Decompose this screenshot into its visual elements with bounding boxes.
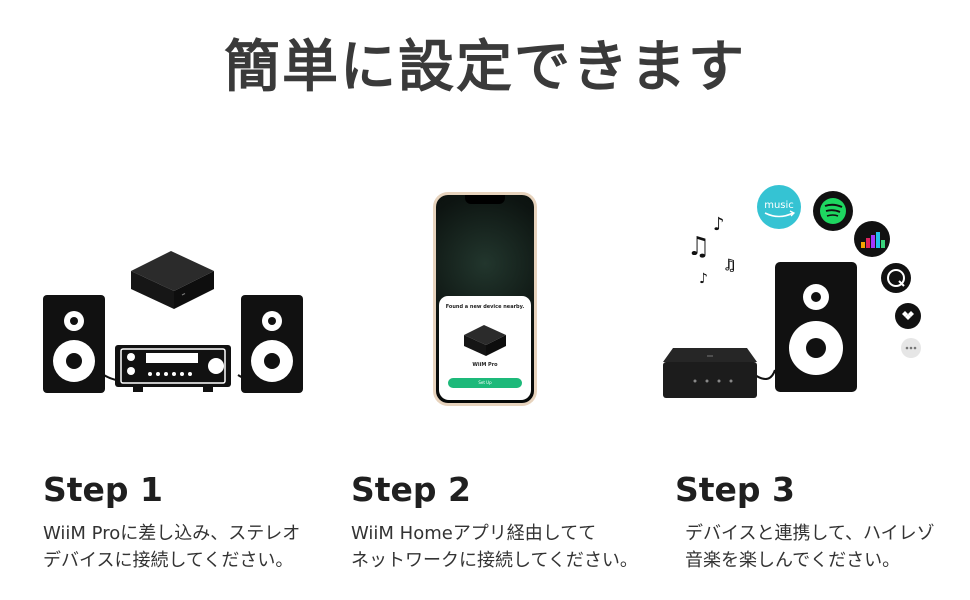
svg-text:♪: ♪ — [699, 271, 708, 287]
amazon-music-icon: music — [757, 185, 801, 229]
step2-desc-line1: WiiM Homeアプリ経由してて — [351, 523, 597, 544]
left-speaker-icon — [43, 295, 105, 393]
svg-text:♫: ♫ — [723, 256, 736, 274]
step2-desc-line2: ネットワークに接続してください。 — [351, 550, 638, 571]
set-up-button[interactable]: Set Up — [448, 378, 522, 388]
step2-title: Step 2 — [351, 470, 471, 509]
qobuz-icon — [881, 263, 911, 293]
step1-desc-line2: デバイスに接続してください。 — [43, 550, 294, 571]
step1-title: Step 1 — [43, 470, 163, 509]
music-notes-icon: ♫ ♪ ♪ ♫ — [687, 214, 737, 287]
setup-sheet: Found a new device nearby. WiiM Pro Set … — [439, 296, 531, 400]
step1-desc-line1: WiiM Proに差し込み、ステレオ — [43, 523, 301, 544]
wiim-pro-device-icon — [663, 348, 757, 398]
step1-illustration — [43, 251, 303, 393]
amazon-music-label: music — [764, 200, 794, 211]
phone-mockup: Found a new device nearby. WiiM Pro Set … — [433, 192, 537, 406]
wiim-pro-device-icon — [464, 325, 506, 356]
amplifier-icon — [115, 345, 231, 392]
phone-screen: Found a new device nearby. WiiM Pro Set … — [436, 195, 534, 403]
step3-desc-line1: デバイスと連携して、ハイレゾ — [685, 523, 935, 544]
step3-illustration: ♫ ♪ ♪ ♫ music — [663, 185, 921, 398]
right-speaker-icon — [241, 295, 303, 393]
svg-text:♫: ♫ — [687, 232, 710, 262]
step3-title: Step 3 — [675, 470, 795, 509]
speaker-icon — [775, 262, 857, 392]
deezer-icon — [854, 221, 890, 257]
setup-prompt: Found a new device nearby. — [445, 304, 525, 310]
more-icon — [901, 338, 921, 358]
phone-notch — [465, 195, 505, 204]
step3-desc-line2: 音楽を楽しんでください。 — [685, 550, 901, 571]
page-title: 簡単に設定できます — [224, 35, 746, 100]
spotify-icon — [813, 191, 853, 231]
device-name-label: WiiM Pro — [472, 362, 498, 368]
svg-text:♪: ♪ — [713, 214, 725, 235]
tidal-icon — [895, 303, 921, 329]
wiim-pro-device-icon — [131, 251, 214, 309]
